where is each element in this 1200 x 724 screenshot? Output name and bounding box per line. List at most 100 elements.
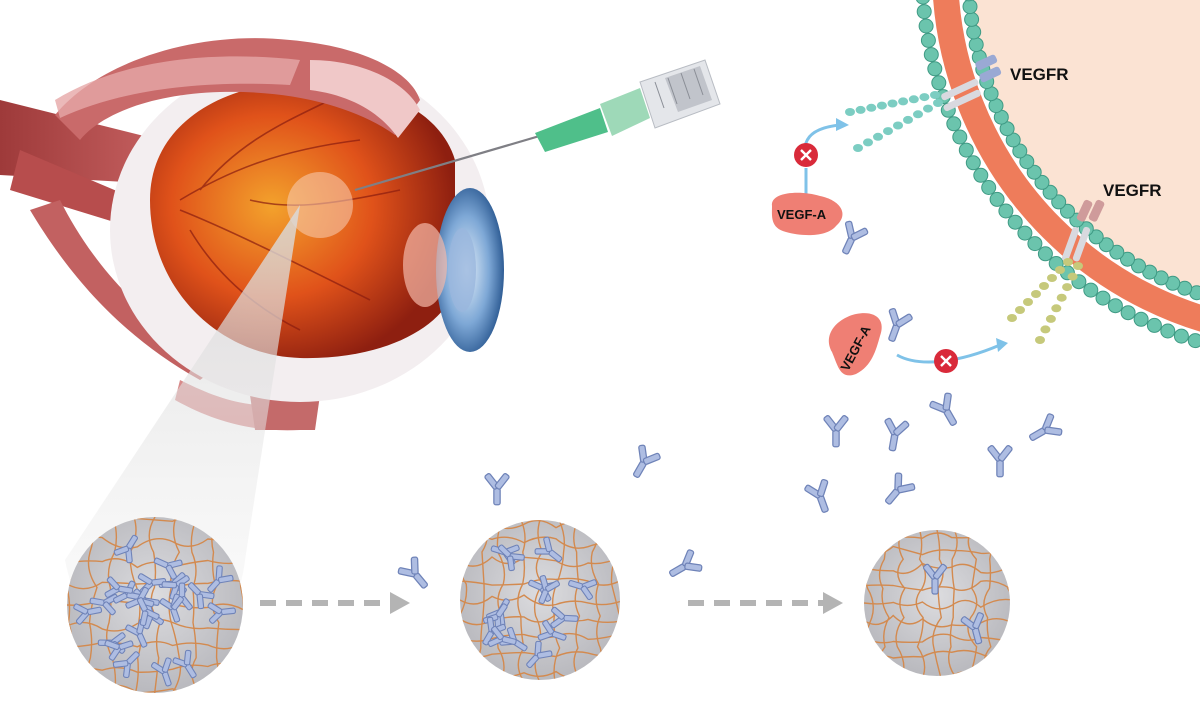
lipid-head: [946, 116, 962, 132]
chain-bead: [923, 104, 933, 113]
lipid-head: [966, 24, 982, 40]
lipid-head: [989, 191, 1005, 207]
chain-bead: [853, 144, 863, 152]
polymer-fiber: [864, 545, 1010, 556]
vegfr-receptor-top: [941, 54, 1002, 112]
polymer-fiber: [947, 530, 958, 676]
antibody-icon: [487, 625, 517, 647]
antibody-icon: [537, 620, 567, 641]
lipid-head: [981, 180, 997, 195]
antibody-icon: [136, 597, 160, 627]
chain-bead: [893, 121, 903, 130]
hydrogel-depot-full: [67, 517, 243, 693]
polymer-fiber: [551, 520, 566, 680]
chain-bead: [1040, 325, 1051, 334]
lipid-head: [973, 167, 989, 183]
encapsulated-antibodies: [922, 563, 984, 645]
released-antibodies: [397, 220, 1063, 589]
antibody-icon: [888, 307, 913, 342]
antibody-icon: [922, 563, 948, 595]
antibody-icon: [669, 549, 703, 577]
antibody-icon: [153, 557, 183, 580]
antibody-icon: [104, 576, 134, 598]
polymer-fiber: [864, 562, 1010, 575]
lipid-head: [1120, 251, 1135, 267]
vegfr-label-top: VEGFR: [1010, 65, 1069, 84]
lipid-head: [1012, 143, 1028, 159]
polymer-fiber: [983, 530, 992, 676]
hydrogel-depot-partial: [460, 520, 620, 680]
antibody-icon: [823, 415, 849, 448]
lipid-head: [964, 0, 974, 2]
chain-bead: [883, 127, 893, 136]
vegf-a-label-top: VEGF-A: [777, 207, 827, 222]
lipid-head: [1173, 328, 1189, 344]
lipid-head: [1060, 203, 1075, 219]
chain-bead: [908, 95, 919, 104]
polymer-fiber: [190, 517, 201, 693]
chain-bead: [919, 93, 930, 102]
blocked-binding-bottom: [896, 338, 1008, 373]
polymer-fiber: [460, 536, 620, 549]
lipid-head: [1160, 323, 1176, 339]
antibody-icon: [568, 579, 598, 601]
antibody-icon: [804, 478, 829, 513]
antibody-icon: [151, 657, 172, 687]
antibody-icon: [125, 618, 148, 648]
chain-bead: [1045, 314, 1056, 323]
lipid-head: [1088, 229, 1104, 245]
chain-bead: [1055, 266, 1065, 274]
chain-bead: [855, 105, 866, 114]
lipid-head: [1133, 311, 1149, 327]
lipid-head: [918, 18, 934, 34]
chain-bead: [863, 138, 873, 147]
syringe-icon: [354, 59, 721, 192]
polymer-fiber: [932, 530, 944, 676]
injection-site: [287, 172, 353, 238]
lipid-head: [916, 4, 932, 20]
vegfr-label-right: VEGFR: [1103, 181, 1162, 200]
lipid-head: [1051, 194, 1067, 210]
antibody-icon: [987, 445, 1013, 478]
antibody-icon: [187, 582, 215, 610]
lipid-head: [1146, 317, 1162, 333]
lipid-head: [1120, 305, 1136, 321]
antibody-icon: [1029, 413, 1063, 441]
antibody-icon: [104, 640, 134, 661]
lipid-head: [998, 203, 1014, 219]
antibody-icon: [113, 534, 138, 564]
cell-interior: [966, 0, 1200, 297]
lipid-head: [952, 129, 968, 145]
lipid-head: [923, 47, 939, 63]
polymer-fiber: [478, 520, 488, 680]
antibody-icon: [73, 603, 103, 625]
polymer-fiber: [460, 594, 620, 607]
polymer-fiber: [895, 530, 906, 676]
lipid-head: [1187, 333, 1200, 349]
chain-bead: [873, 132, 883, 141]
polymer-fiber: [573, 520, 581, 680]
chain-bead: [1062, 283, 1073, 292]
dashed-arrow-icon: [688, 592, 843, 614]
antibody-icon: [884, 417, 910, 452]
antibody-icon: [171, 582, 193, 611]
dashed-arrow-icon: [260, 592, 410, 614]
lipid-head: [965, 155, 981, 171]
polymer-fiber: [864, 530, 874, 676]
polymer-fiber: [967, 530, 978, 676]
chain-bead: [903, 115, 913, 124]
lipid-head: [915, 0, 930, 5]
antibody-icon: [172, 649, 197, 679]
membrane-lipid-heads-outer: [915, 0, 1200, 349]
lipid-head: [1109, 244, 1125, 260]
antibody-icon: [89, 593, 119, 616]
antibody-icon: [885, 472, 916, 505]
chain-bead: [1015, 306, 1025, 314]
chain-bead: [1051, 304, 1062, 313]
chain-bead: [1063, 258, 1073, 266]
vegf-chain-right: [1007, 258, 1083, 344]
eye-cross-section-icon: [0, 38, 504, 431]
hydrogel-depot-depleted: [864, 530, 1010, 676]
lipid-head: [1083, 282, 1099, 298]
